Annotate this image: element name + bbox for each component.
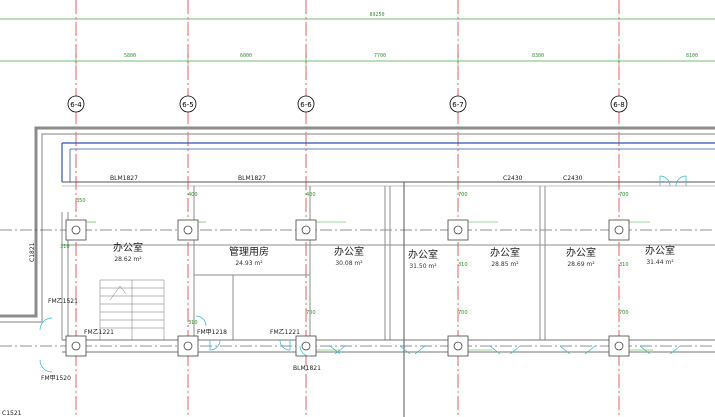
small-dim: 700 [306,310,316,316]
axis-label: 6-4 [70,101,82,109]
dimension-lines [0,18,715,66]
room-area: 30.08 m² [335,260,363,267]
axis-bubble-6-4[interactable]: 6-4 [67,95,85,113]
axis-label: 6-5 [182,101,193,109]
small-dim: 310 [60,244,70,250]
door-label: C1521 [2,410,22,417]
room-office-1[interactable]: 办公室 28.62 m² [113,241,143,263]
bay-dimension-3: 7700 [374,53,386,59]
bay-dimension-2: 6000 [240,53,252,59]
room-name: 管理用房 [229,245,269,258]
axis-bubble-6-8[interactable]: 6-8 [610,95,628,113]
axis-label: 6-7 [452,101,463,109]
small-dim: 700 [458,192,468,198]
small-dim: 700 [619,310,629,316]
room-name: 办公室 [334,245,364,258]
small-dim: 700 [458,310,468,316]
small-dim: 700 [619,192,629,198]
axis-lines [75,0,620,417]
columns [65,219,630,357]
interior-walls [61,182,715,417]
room-area: 28.62 m² [114,256,142,263]
door-label: FM乙1221 [84,329,114,336]
room-name: 办公室 [490,246,520,259]
axis-bubble-6-6[interactable]: 6-6 [297,95,315,113]
room-office-3[interactable]: 办公室 31.50 m² [408,248,438,270]
room-management[interactable]: 管理用房 24.93 m² [229,245,269,267]
small-dim: 310 [619,262,629,268]
window-label: C2430 [503,175,523,182]
bay-dimension-5: 8100 [686,53,698,59]
door-label: C1821 [29,242,36,262]
window-label: C2430 [563,175,583,182]
room-name: 办公室 [113,241,143,254]
room-name: 办公室 [566,246,596,259]
window-label: BLM1827 [238,175,266,182]
room-area: 31.44 m² [646,259,674,266]
room-office-4[interactable]: 办公室 28.85 m² [490,246,520,268]
axis-bubble-6-7[interactable]: 6-7 [449,95,467,113]
axis-label: 6-8 [613,101,624,109]
door-label: FM甲1520 [41,375,71,382]
small-dim: 310 [458,262,468,268]
room-office-5[interactable]: 办公室 28.69 m² [566,246,596,268]
room-area: 31.50 m² [409,263,437,270]
room-name: 办公室 [408,248,438,261]
corridor-lines [0,229,715,347]
door-label: FM乙1221 [270,329,300,336]
door-label: FM乙1521 [48,298,78,305]
axis-label: 6-6 [300,101,312,109]
small-dim: 350 [76,198,86,204]
room-area: 24.93 m² [235,260,263,267]
room-office-2[interactable]: 办公室 30.08 m² [334,245,364,267]
room-name: 办公室 [645,244,675,257]
outer-walls [0,126,715,323]
door-label: BLM1821 [293,365,321,372]
axis-bubble-6-5[interactable]: 6-5 [179,95,197,113]
bay-dimension-4: 8300 [532,53,544,59]
stair [99,279,165,341]
green-marks [86,221,653,351]
door-label: FM甲1218 [197,329,227,336]
bay-dimension-1: 5800 [124,53,136,59]
window-label: BLM1827 [110,175,138,182]
small-dim: 400 [306,192,316,198]
doors [39,175,687,373]
small-dim: 310 [188,320,198,326]
room-area: 28.85 m² [491,261,519,268]
room-area: 28.69 m² [567,261,595,268]
room-office-6[interactable]: 办公室 31.44 m² [645,244,675,266]
overall-dimension: 89250 [369,12,384,18]
small-dim: 400 [188,192,198,198]
